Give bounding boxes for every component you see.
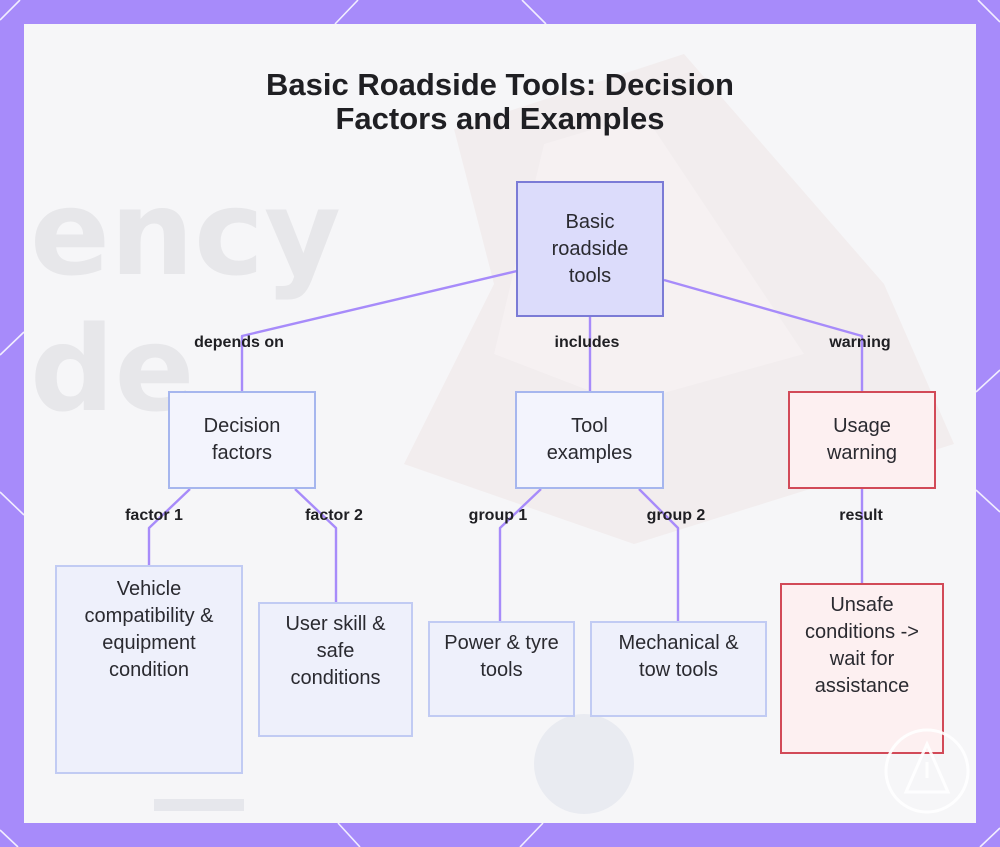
background-text-2: de	[30, 300, 195, 438]
edge-label-depends-on: depends on	[194, 334, 284, 351]
edge-label-warning: warning	[829, 334, 891, 351]
node-user-skill: User skill & safe conditions	[258, 602, 413, 737]
edge-label-result: result	[839, 507, 883, 524]
node-decision-factors: Decision factors	[168, 391, 316, 489]
title-line-1: Basic Roadside Tools: Decision	[266, 67, 734, 102]
node-unsafe-conditions: Unsafe conditions -> wait for assistance	[780, 583, 944, 754]
node-vehicle-compatibility: Vehicle compatibility & equipment condit…	[55, 565, 243, 774]
diagram-title: Basic Roadside Tools: Decision Factors a…	[200, 68, 800, 136]
edge-label-group-2: group 2	[646, 507, 706, 524]
edge-label-factor-2: factor 2	[305, 507, 363, 524]
node-basic-roadside-tools: Basic roadside tools	[516, 181, 664, 317]
edge-label-factor-1: factor 1	[125, 507, 183, 524]
edge-factor-2	[294, 488, 338, 602]
edge-depends-on	[240, 269, 518, 391]
background-text-1: ency	[30, 164, 341, 302]
node-usage-warning: Usage warning	[788, 391, 936, 489]
edge-group-2	[638, 488, 680, 621]
node-tool-examples: Tool examples	[515, 391, 664, 489]
watermark-logo-icon	[884, 728, 970, 814]
edge-label-includes: includes	[554, 334, 620, 351]
edge-label-group-1: group 1	[468, 507, 528, 524]
edge-warning	[663, 278, 864, 391]
title-line-2: Factors and Examples	[335, 101, 665, 136]
node-power-tyre-tools: Power & tyre tools	[428, 621, 575, 717]
edge-group-1	[498, 488, 542, 621]
node-mechanical-tow-tools: Mechanical & tow tools	[590, 621, 767, 717]
edge-factor-1	[147, 488, 191, 566]
